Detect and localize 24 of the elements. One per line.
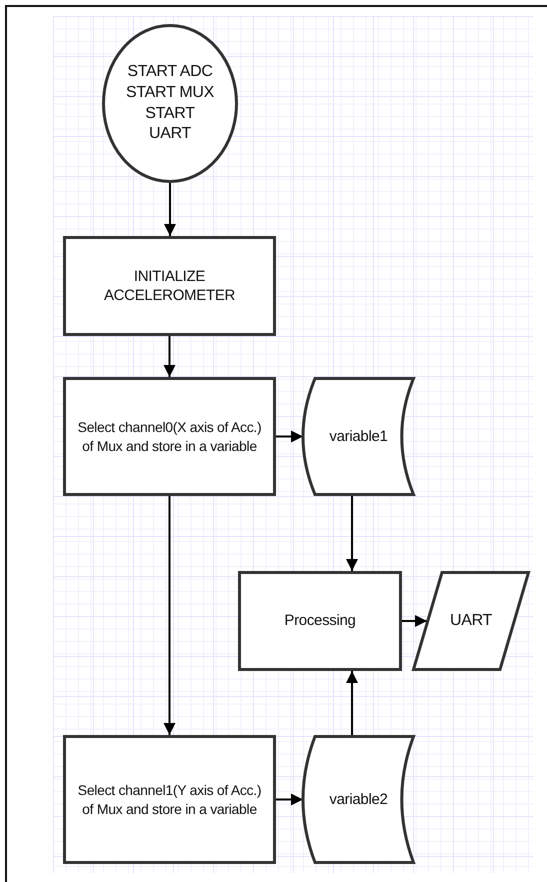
node-label: Processing <box>284 611 356 631</box>
arrow <box>276 794 303 806</box>
node-label: START ADC START MUX START UART <box>125 62 215 144</box>
arrow <box>164 183 176 236</box>
arrow <box>164 496 176 735</box>
node-label: INITIALIZE ACCELEROMETER <box>102 266 236 306</box>
process-box <box>63 377 276 496</box>
node-label: Select channel0(X axis of Acc.) of Mux and store in a variable <box>76 418 262 455</box>
arrow <box>276 430 303 442</box>
arrow <box>402 615 427 627</box>
arrow <box>346 671 358 735</box>
process-box <box>63 735 276 864</box>
process-box <box>63 236 276 336</box>
process-box <box>238 571 402 671</box>
stored-data-shape <box>302 377 415 496</box>
node-label: Select channel1(Y axis of Acc.) of Mux and store in a variable <box>76 781 262 818</box>
node-label: variable2 <box>329 790 388 810</box>
node-label: variable1 <box>329 426 388 446</box>
arrow <box>164 336 176 377</box>
arrow <box>346 496 358 571</box>
stored-data-shape <box>302 735 415 864</box>
output-parallelogram <box>412 571 530 671</box>
node-label: UART <box>450 610 492 631</box>
start-circle <box>102 24 238 183</box>
